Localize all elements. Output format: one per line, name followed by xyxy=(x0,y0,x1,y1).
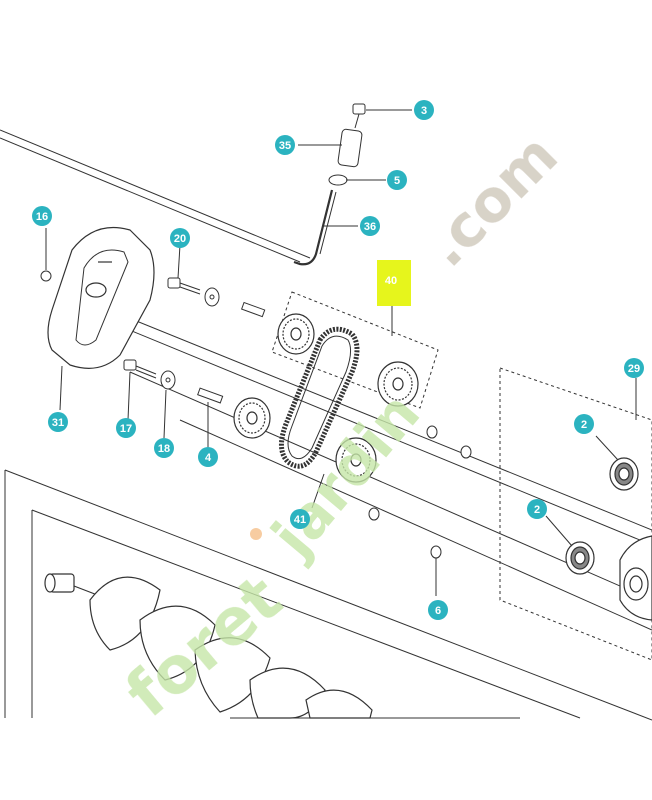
callout-35-label: 35 xyxy=(279,140,291,152)
callout-2-upper-label: 2 xyxy=(581,419,587,431)
callout-5[interactable]: 5 xyxy=(387,170,407,190)
callout-31[interactable]: 31 xyxy=(48,412,68,432)
pulley-lower-right xyxy=(335,437,377,483)
callout-41-label: 41 xyxy=(294,514,306,526)
callout-40-highlight[interactable]: 40 xyxy=(377,260,411,306)
cover-part-31 xyxy=(47,226,155,369)
nut-part-3 xyxy=(352,103,366,115)
pulley-upper-left xyxy=(277,313,315,355)
callout-3-label: 3 xyxy=(421,105,427,117)
callout-18-label: 18 xyxy=(158,443,170,455)
callout-31-label: 31 xyxy=(52,417,64,429)
watermark-word-com: .com xyxy=(412,121,571,280)
callout-4[interactable]: 4 xyxy=(198,447,218,467)
screw-part-16 xyxy=(40,228,52,282)
callout-17[interactable]: 17 xyxy=(116,418,136,438)
callout-18[interactable]: 18 xyxy=(154,438,174,458)
callout-40-label: 40 xyxy=(385,275,397,287)
sleeve-part-35 xyxy=(337,128,363,168)
pulley-upper-right xyxy=(377,361,419,407)
callout-6[interactable]: 6 xyxy=(428,600,448,620)
pulley-lower-left xyxy=(233,397,271,439)
callout-20[interactable]: 20 xyxy=(170,228,190,248)
collar-part-5 xyxy=(328,174,348,186)
callout-16-label: 16 xyxy=(36,211,48,223)
callout-35[interactable]: 35 xyxy=(275,135,295,155)
callout-5-label: 5 xyxy=(394,175,400,187)
studs xyxy=(368,425,472,596)
callout-3[interactable]: 3 xyxy=(414,100,434,120)
gearbox-housing xyxy=(619,535,652,621)
callout-29[interactable]: 29 xyxy=(624,358,644,378)
watermark-word-jardin: jardin xyxy=(257,380,433,571)
callout-2-lower[interactable]: 2 xyxy=(527,499,547,519)
callout-2-lower-label: 2 xyxy=(534,504,540,516)
callout-29-label: 29 xyxy=(628,363,640,375)
callout-6-label: 6 xyxy=(435,605,441,617)
callout-20-label: 20 xyxy=(174,233,186,245)
callout-2-upper[interactable]: 2 xyxy=(574,414,594,434)
bearing-lower xyxy=(565,541,595,575)
callout-36[interactable]: 36 xyxy=(360,216,380,236)
rod-assembly xyxy=(293,103,366,266)
watermark-dot-orange xyxy=(250,528,262,540)
callouts: 3 35 5 36 16 20 31 17 18 4 29 2 2 41 6 xyxy=(32,100,644,620)
callout-16[interactable]: 16 xyxy=(32,206,52,226)
callout-36-label: 36 xyxy=(364,221,376,233)
bolt-row-upper xyxy=(167,244,266,318)
auger-spiral xyxy=(44,573,373,719)
callout-4-label: 4 xyxy=(205,452,212,464)
callout-41[interactable]: 41 xyxy=(290,509,310,529)
callout-17-label: 17 xyxy=(120,423,132,435)
bearing-upper xyxy=(609,457,639,491)
bolt-row-lower xyxy=(123,359,224,448)
toothed-belt-part-41 xyxy=(279,326,360,469)
shift-rod-part-36 xyxy=(293,189,334,266)
